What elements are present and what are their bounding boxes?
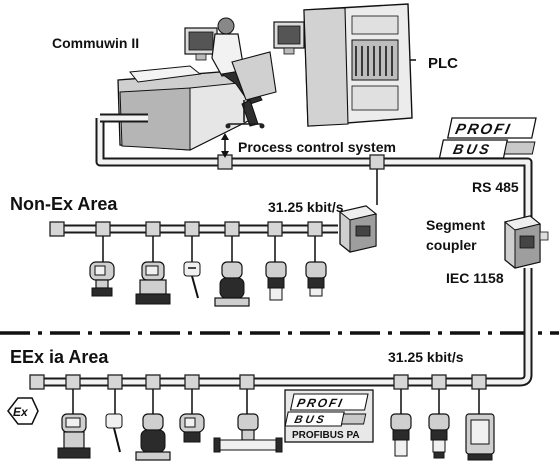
pressure-transmitter-icon: [179, 413, 205, 443]
profibus-pa-logo: PROFI BUS PROFIBUS PA: [284, 389, 374, 443]
non-ex-drop-lines: [102, 236, 316, 262]
non-ex-connectors: [49, 221, 323, 237]
eex-drop-lines: [72, 389, 480, 414]
bus-connector: [267, 221, 283, 237]
svg-text:PROFI: PROFI: [454, 121, 513, 138]
segment-coupler-icon: [503, 215, 549, 269]
level-sensor-icon: [428, 413, 450, 459]
bus-connector: [145, 221, 161, 237]
temperature-sensor-icon: [105, 413, 123, 453]
control-room-illustration: [117, 3, 416, 151]
profibus-logo-top: PROFI BUS: [438, 117, 537, 159]
operator-figure-icon: [211, 17, 277, 129]
commuwin-label: Commuwin II: [52, 35, 139, 51]
svg-text:PROFIBUS PA: PROFIBUS PA: [292, 430, 360, 441]
svg-text:Ex: Ex: [13, 405, 29, 419]
bus-connector: [369, 154, 385, 170]
dp-pa-link-icon: [338, 205, 378, 253]
bus-connector: [471, 374, 487, 390]
bus-terminator: [49, 221, 65, 237]
plc-label: PLC: [428, 55, 458, 72]
bus-connector: [307, 221, 323, 237]
bus-connector: [107, 374, 123, 390]
iec-label: IEC 1158: [446, 270, 504, 286]
flowmeter-icon: [213, 413, 283, 453]
display-unit-icon: [465, 413, 495, 461]
eex-ia-area-label: EEx ia Area: [10, 347, 109, 367]
bus-connector: [431, 374, 447, 390]
control-system-bus: [95, 113, 533, 220]
flowmeter-icon: [57, 413, 91, 459]
level-sensor-icon: [265, 261, 287, 301]
bus-connector: [393, 374, 409, 390]
bus-connector: [224, 221, 240, 237]
non-ex-area-label: Non-Ex Area: [10, 194, 118, 214]
process-control-label: Process control system: [238, 139, 396, 155]
level-sensor-icon: [305, 261, 327, 297]
svg-text:BUS: BUS: [293, 414, 328, 426]
bus-connector: [145, 374, 161, 390]
bus-connector: [184, 221, 200, 237]
ex-hazard-symbol-icon: Ex: [7, 397, 39, 425]
flowmeter-icon: [214, 261, 250, 307]
temperature-sensor-icon: [183, 261, 201, 299]
bus-terminator: [29, 374, 45, 390]
bidirectional-arrow-icon: [221, 133, 229, 158]
bus-connector: [95, 221, 111, 237]
rs485-label: RS 485: [472, 179, 519, 195]
segment-coupler-label-1: Segment: [426, 217, 485, 233]
monitor-icon: [184, 27, 218, 61]
svg-text:BUS: BUS: [452, 141, 494, 157]
level-sensor-icon: [390, 413, 412, 457]
bus-connector: [239, 374, 255, 390]
monitor-icon: [273, 21, 305, 55]
bitrate-bottom-label: 31.25 kbit/s: [388, 349, 464, 365]
eex-bus: [34, 268, 533, 387]
bus-connector: [184, 374, 200, 390]
flowmeter-icon: [135, 413, 171, 461]
segment-coupler-label-2: coupler: [426, 237, 477, 253]
flowmeter-icon: [135, 261, 171, 305]
plc-cabinet-icon: [303, 3, 416, 127]
pressure-transmitter-icon: [89, 261, 115, 297]
bitrate-top-label: 31.25 kbit/s: [268, 199, 344, 215]
bus-connector: [65, 374, 81, 390]
svg-text:PROFI: PROFI: [296, 396, 346, 410]
